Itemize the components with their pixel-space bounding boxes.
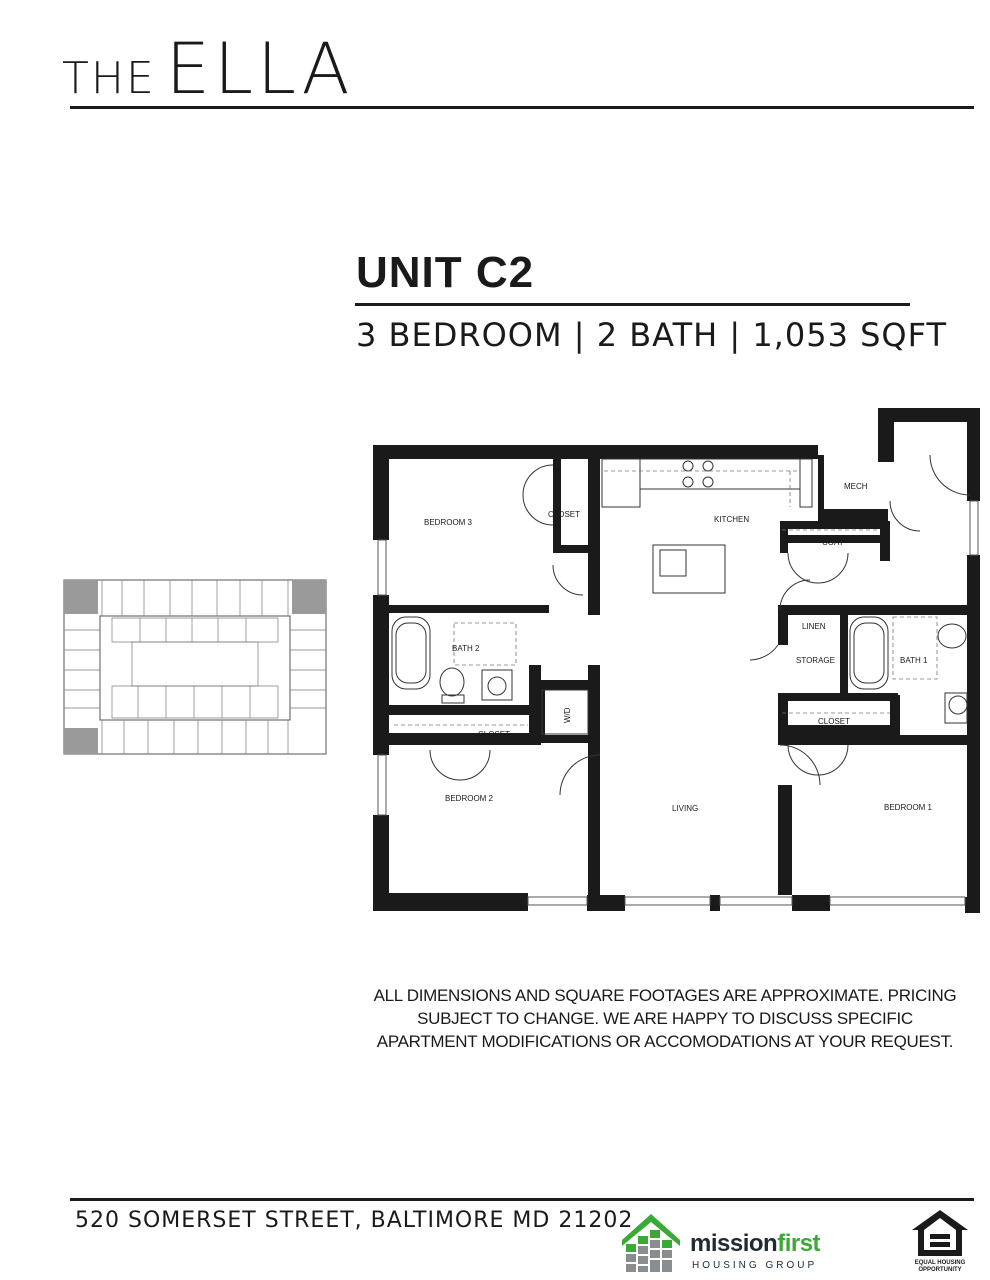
missionfirst-logo: missionfirst HOUSING GROUP xyxy=(618,1210,863,1276)
unit-title: UNIT C2 xyxy=(356,248,535,297)
unit-rule xyxy=(355,303,910,306)
header-rule xyxy=(70,106,974,109)
label-kitchen: KITCHEN xyxy=(714,515,749,524)
label-bath-1: BATH 1 xyxy=(900,656,928,665)
logo-subtitle: HOUSING GROUP xyxy=(692,1260,818,1271)
disclaimer-text: ALL DIMENSIONS AND SQUARE FOOTAGES ARE A… xyxy=(373,986,957,1051)
label-closet-b3: CLOSET xyxy=(548,510,580,519)
label-living: LIVING xyxy=(672,804,698,813)
equal-housing-line2: OPPORTUNITY xyxy=(918,1267,962,1273)
label-mech: MECH xyxy=(844,482,868,491)
label-wd: W/D xyxy=(563,707,572,723)
key-plan-highlight-nw xyxy=(64,580,98,614)
label-linen: LINEN xyxy=(802,622,826,631)
key-plan-highlight-sw xyxy=(64,728,98,754)
brand-name: ELLA xyxy=(165,28,354,110)
unit-summary: 3 BEDROOM | 2 BATH | 1,053 SQFT xyxy=(356,316,947,354)
label-bedroom-1: BEDROOM 1 xyxy=(884,803,933,812)
label-coat: COAT xyxy=(822,538,844,547)
equal-housing-logo: EQUAL HOUSING OPPORTUNITY xyxy=(908,1208,972,1278)
key-plan-highlight-ne xyxy=(292,580,326,614)
label-bath-2: BATH 2 xyxy=(452,644,480,653)
brand-prefix: THE xyxy=(62,53,156,104)
label-storage: STORAGE xyxy=(796,656,835,665)
label-closet-b2: CLOSET xyxy=(478,730,510,739)
label-bedroom-2: BEDROOM 2 xyxy=(445,794,494,803)
floor-plan: BEDROOM 3 CLOSET KITCHEN MECH COAT BATH … xyxy=(373,408,980,913)
label-closet-b1: CLOSET xyxy=(818,717,850,726)
address: 520 SOMERSET STREET, BALTIMORE MD 21202 xyxy=(75,1208,634,1233)
equal-housing-icon xyxy=(912,1210,968,1256)
footer-rule xyxy=(70,1198,974,1201)
label-bedroom-3: BEDROOM 3 xyxy=(424,518,473,527)
house-grid-icon xyxy=(622,1214,680,1272)
key-plan xyxy=(63,579,327,755)
logo-name: missionfirst xyxy=(690,1230,821,1257)
equal-housing-line1: EQUAL HOUSING xyxy=(914,1260,966,1266)
